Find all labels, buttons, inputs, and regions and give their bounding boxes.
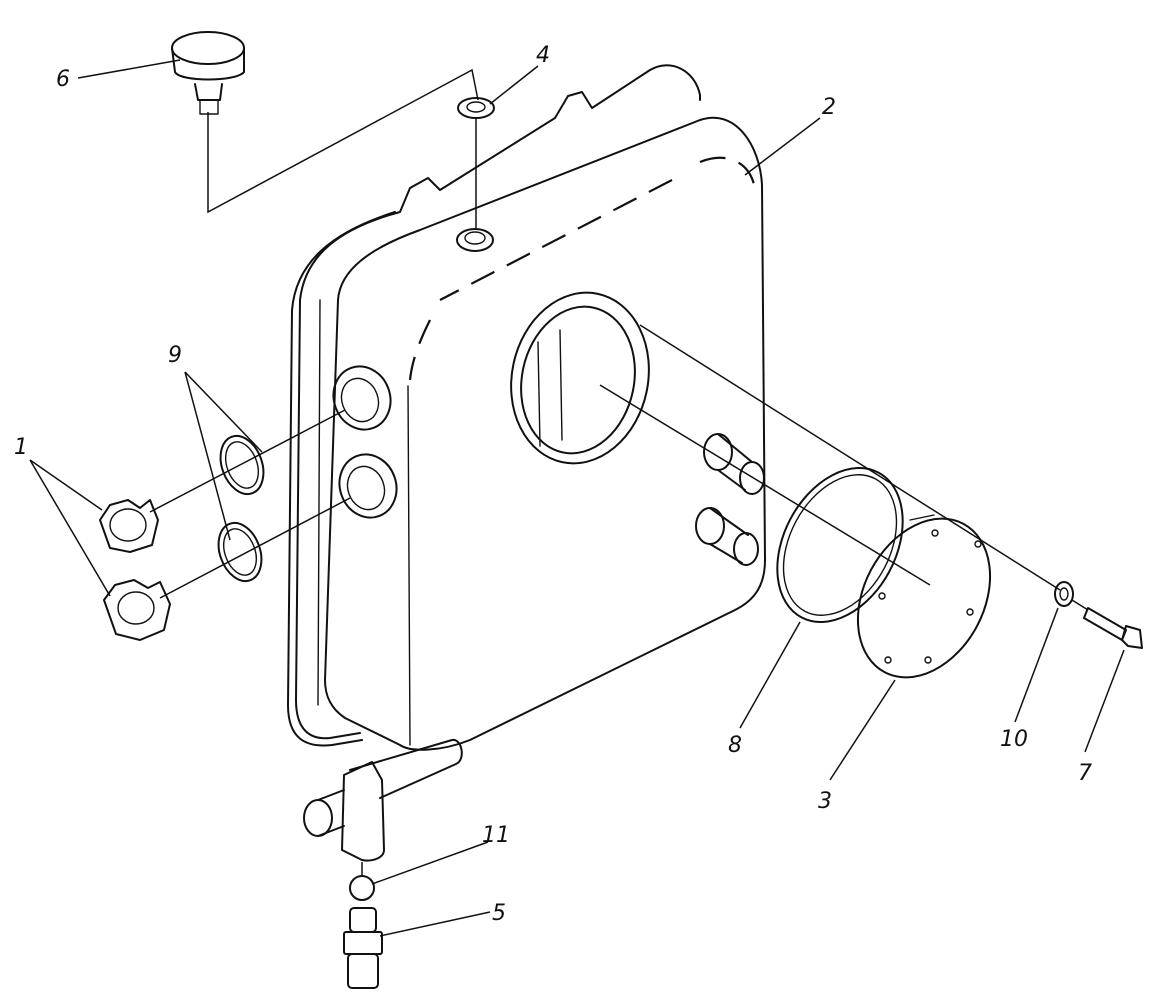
callout-5: 5 <box>492 901 506 926</box>
filler-neck <box>456 228 494 252</box>
pipe-stubs <box>695 433 765 566</box>
upper-boss <box>332 365 392 431</box>
bolt-washer <box>1054 581 1074 607</box>
lower-plug <box>103 579 171 641</box>
callout-1: 1 <box>14 435 28 460</box>
cover-gasket <box>776 466 904 624</box>
lower-seal-ring <box>217 521 263 583</box>
tank-opening <box>510 291 650 465</box>
callout-3: 3 <box>818 789 832 814</box>
filler-cap <box>171 31 245 115</box>
check-ball <box>349 875 375 901</box>
tank-body <box>287 64 766 751</box>
callout-leaders <box>29 59 1125 937</box>
upper-seal-ring <box>219 434 265 496</box>
cover-plate <box>856 514 992 679</box>
callout-4: 4 <box>536 43 550 68</box>
callout-labels: 1 2 3 4 5 6 7 8 9 10 11 <box>14 43 1092 926</box>
callout-10: 10 <box>1000 727 1028 752</box>
callout-8: 8 <box>728 733 742 758</box>
callout-9: 9 <box>168 343 182 368</box>
callout-11: 11 <box>482 823 510 848</box>
top-washer <box>457 97 495 119</box>
drain-valve <box>303 738 463 862</box>
callout-2: 2 <box>822 95 836 120</box>
cover-bolt <box>1083 607 1143 649</box>
callout-6: 6 <box>56 67 70 92</box>
assembly-lines <box>149 68 1089 876</box>
lower-boss <box>338 453 398 519</box>
upper-plug <box>99 499 159 553</box>
drain-fitting <box>343 907 383 989</box>
callout-7: 7 <box>1078 761 1092 786</box>
